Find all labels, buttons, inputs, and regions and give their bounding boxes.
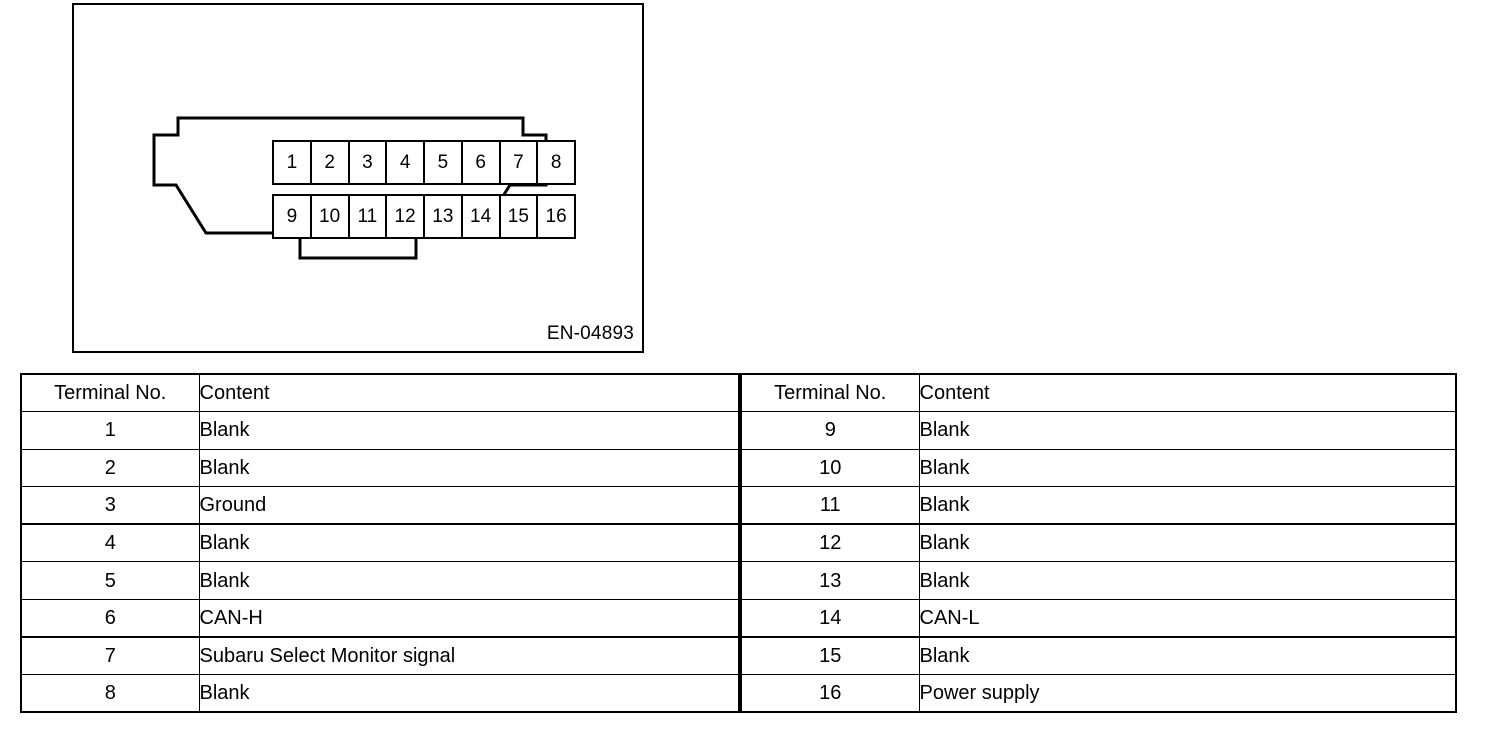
cell-terminal-no: 11 [740,486,920,526]
pin-cell-5: 5 [425,142,463,183]
cell-terminal-no: 14 [740,598,920,638]
cell-content: CAN-L [918,598,1457,638]
cell-content: Blank [918,411,1457,450]
cell-content: Blank [198,673,740,713]
pin-cell-3: 3 [350,142,388,183]
cell-terminal-no: 1 [20,411,200,450]
cell-terminal-no: 4 [20,523,200,563]
cell-content: Blank [198,561,740,600]
table-head-left: Terminal No. Content [20,373,740,412]
header-terminal-no: Terminal No. [20,373,200,412]
pin-cell-2: 2 [312,142,350,183]
cell-content: Blank [918,448,1457,488]
cell-content: CAN-H [198,598,740,638]
pin-cell-9: 9 [274,196,312,237]
cell-content: Blank [198,411,740,450]
pin-cell-10: 10 [312,196,350,237]
cell-terminal-no: 5 [20,561,200,600]
cell-content: Blank [198,523,740,563]
cell-terminal-no: 16 [740,673,920,713]
pin-cell-6: 6 [463,142,501,183]
cell-terminal-no: 2 [20,448,200,488]
pin-cell-16: 16 [545,206,567,227]
pin-row-bottom: 9 10 11 12 13 14 15 16 [272,194,576,239]
pin-cell-1: 1 [274,142,312,183]
cell-content: Blank [918,636,1457,675]
cell-terminal-no: 3 [20,486,200,526]
cell-terminal-no: 7 [20,636,200,675]
table-header-row: Terminal No. Content [20,373,740,412]
pin-row-top: 1 2 3 4 5 6 7 8 [272,140,576,185]
connector-outline-drawing [152,116,548,260]
cell-terminal-no: 9 [740,411,920,450]
table-header-row: Terminal No. Content [740,373,1457,412]
header-content: Content [918,373,1457,412]
cell-terminal-no: 12 [740,523,920,563]
header-terminal-no: Terminal No. [740,373,920,412]
cell-terminal-no: 6 [20,598,200,638]
cell-terminal-no: 10 [740,448,920,488]
pin-cell-12: 12 [387,196,425,237]
pin-cell-4: 4 [387,142,425,183]
header-content: Content [198,373,740,412]
pin-cell-7: 7 [501,142,539,183]
table-head-right: Terminal No. Content [740,373,1457,412]
cell-content: Ground [198,486,740,526]
cell-terminal-no: 8 [20,673,200,713]
cell-content: Blank [918,561,1457,600]
pin-cell-11: 11 [350,196,388,237]
cell-terminal-no: 15 [740,636,920,675]
pin-cell-14: 14 [463,196,501,237]
cell-content: Blank [918,523,1457,563]
pin-cell-15: 15 [501,196,539,237]
cell-content: Blank [198,448,740,488]
cell-terminal-no: 13 [740,561,920,600]
cell-content: Subaru Select Monitor signal [198,636,740,675]
cell-content: Power supply [918,673,1457,713]
cell-content: Blank [918,486,1457,526]
figure-panel: 1 2 3 4 5 6 7 8 9 10 11 12 13 14 15 16 E… [72,3,644,353]
pin-cell-8: 8 [550,152,562,173]
pin-cell-13: 13 [425,196,463,237]
figure-code-label: EN-04893 [546,323,634,344]
